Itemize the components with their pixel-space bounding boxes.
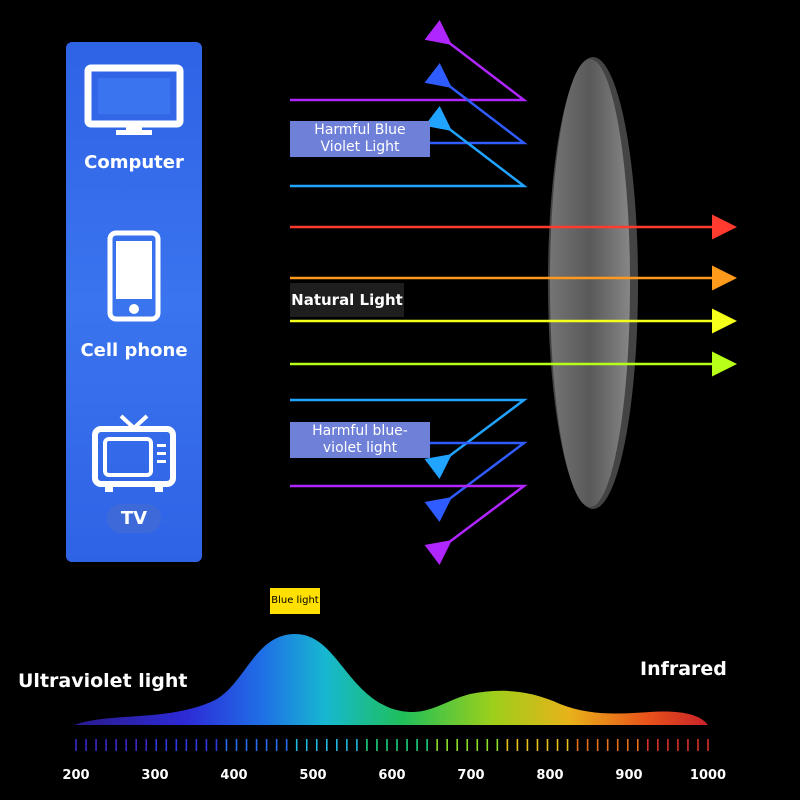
light-diagram: [290, 19, 737, 565]
tv-icon: [92, 414, 176, 492]
harmful-bottom-line2: violet light: [322, 440, 398, 456]
axis-label-800: 800: [536, 768, 564, 783]
harmful-badge-bottom: Harmful blue- violet light: [290, 422, 430, 458]
device-label-phone: Cell phone: [80, 340, 188, 361]
device-label-computer: Computer: [84, 152, 184, 173]
ray-violet-top: [290, 19, 528, 102]
axis-label-500: 500: [299, 768, 327, 783]
axis-label-700: 700: [457, 768, 485, 783]
spectrum-curve: [74, 634, 708, 725]
device-computer: Computer: [66, 64, 202, 173]
monitor-icon: [84, 64, 184, 135]
natural-rays: [290, 214, 737, 377]
tv-label-pill: TV: [106, 504, 162, 533]
axis-label-1000: 1000: [689, 768, 727, 783]
device-panel: Computer Cell phone TV: [66, 42, 202, 562]
lens: [550, 59, 630, 507]
axis-label-300: 300: [141, 768, 169, 783]
ray-violet-bottom: [290, 484, 528, 565]
device-tv: TV: [66, 414, 202, 533]
ray-sky-bottom: [290, 398, 528, 479]
device-phone: Cell phone: [66, 230, 202, 361]
harmful-bottom-line1: Harmful blue-: [312, 423, 408, 439]
harmful-badge-top: Harmful Blue Violet Light: [290, 121, 430, 157]
axis-label-200: 200: [62, 768, 90, 783]
axis-label-900: 900: [615, 768, 643, 783]
axis-label-400: 400: [220, 768, 248, 783]
harmful-top-line1: Harmful Blue: [314, 122, 406, 138]
axis-label-600: 600: [378, 768, 406, 783]
spectrum-tickmarks: [75, 739, 709, 751]
device-label-tv: TV: [120, 508, 148, 529]
natural-light-label: Natural Light: [290, 283, 404, 317]
ultraviolet-label: Ultraviolet light: [18, 670, 188, 692]
blue-light-tag: Blue light: [270, 588, 320, 614]
phone-icon: [107, 230, 161, 322]
infrared-label: Infrared: [640, 658, 727, 680]
ray-sky-top: [290, 105, 528, 188]
harmful-top-line2: Violet Light: [320, 139, 400, 155]
